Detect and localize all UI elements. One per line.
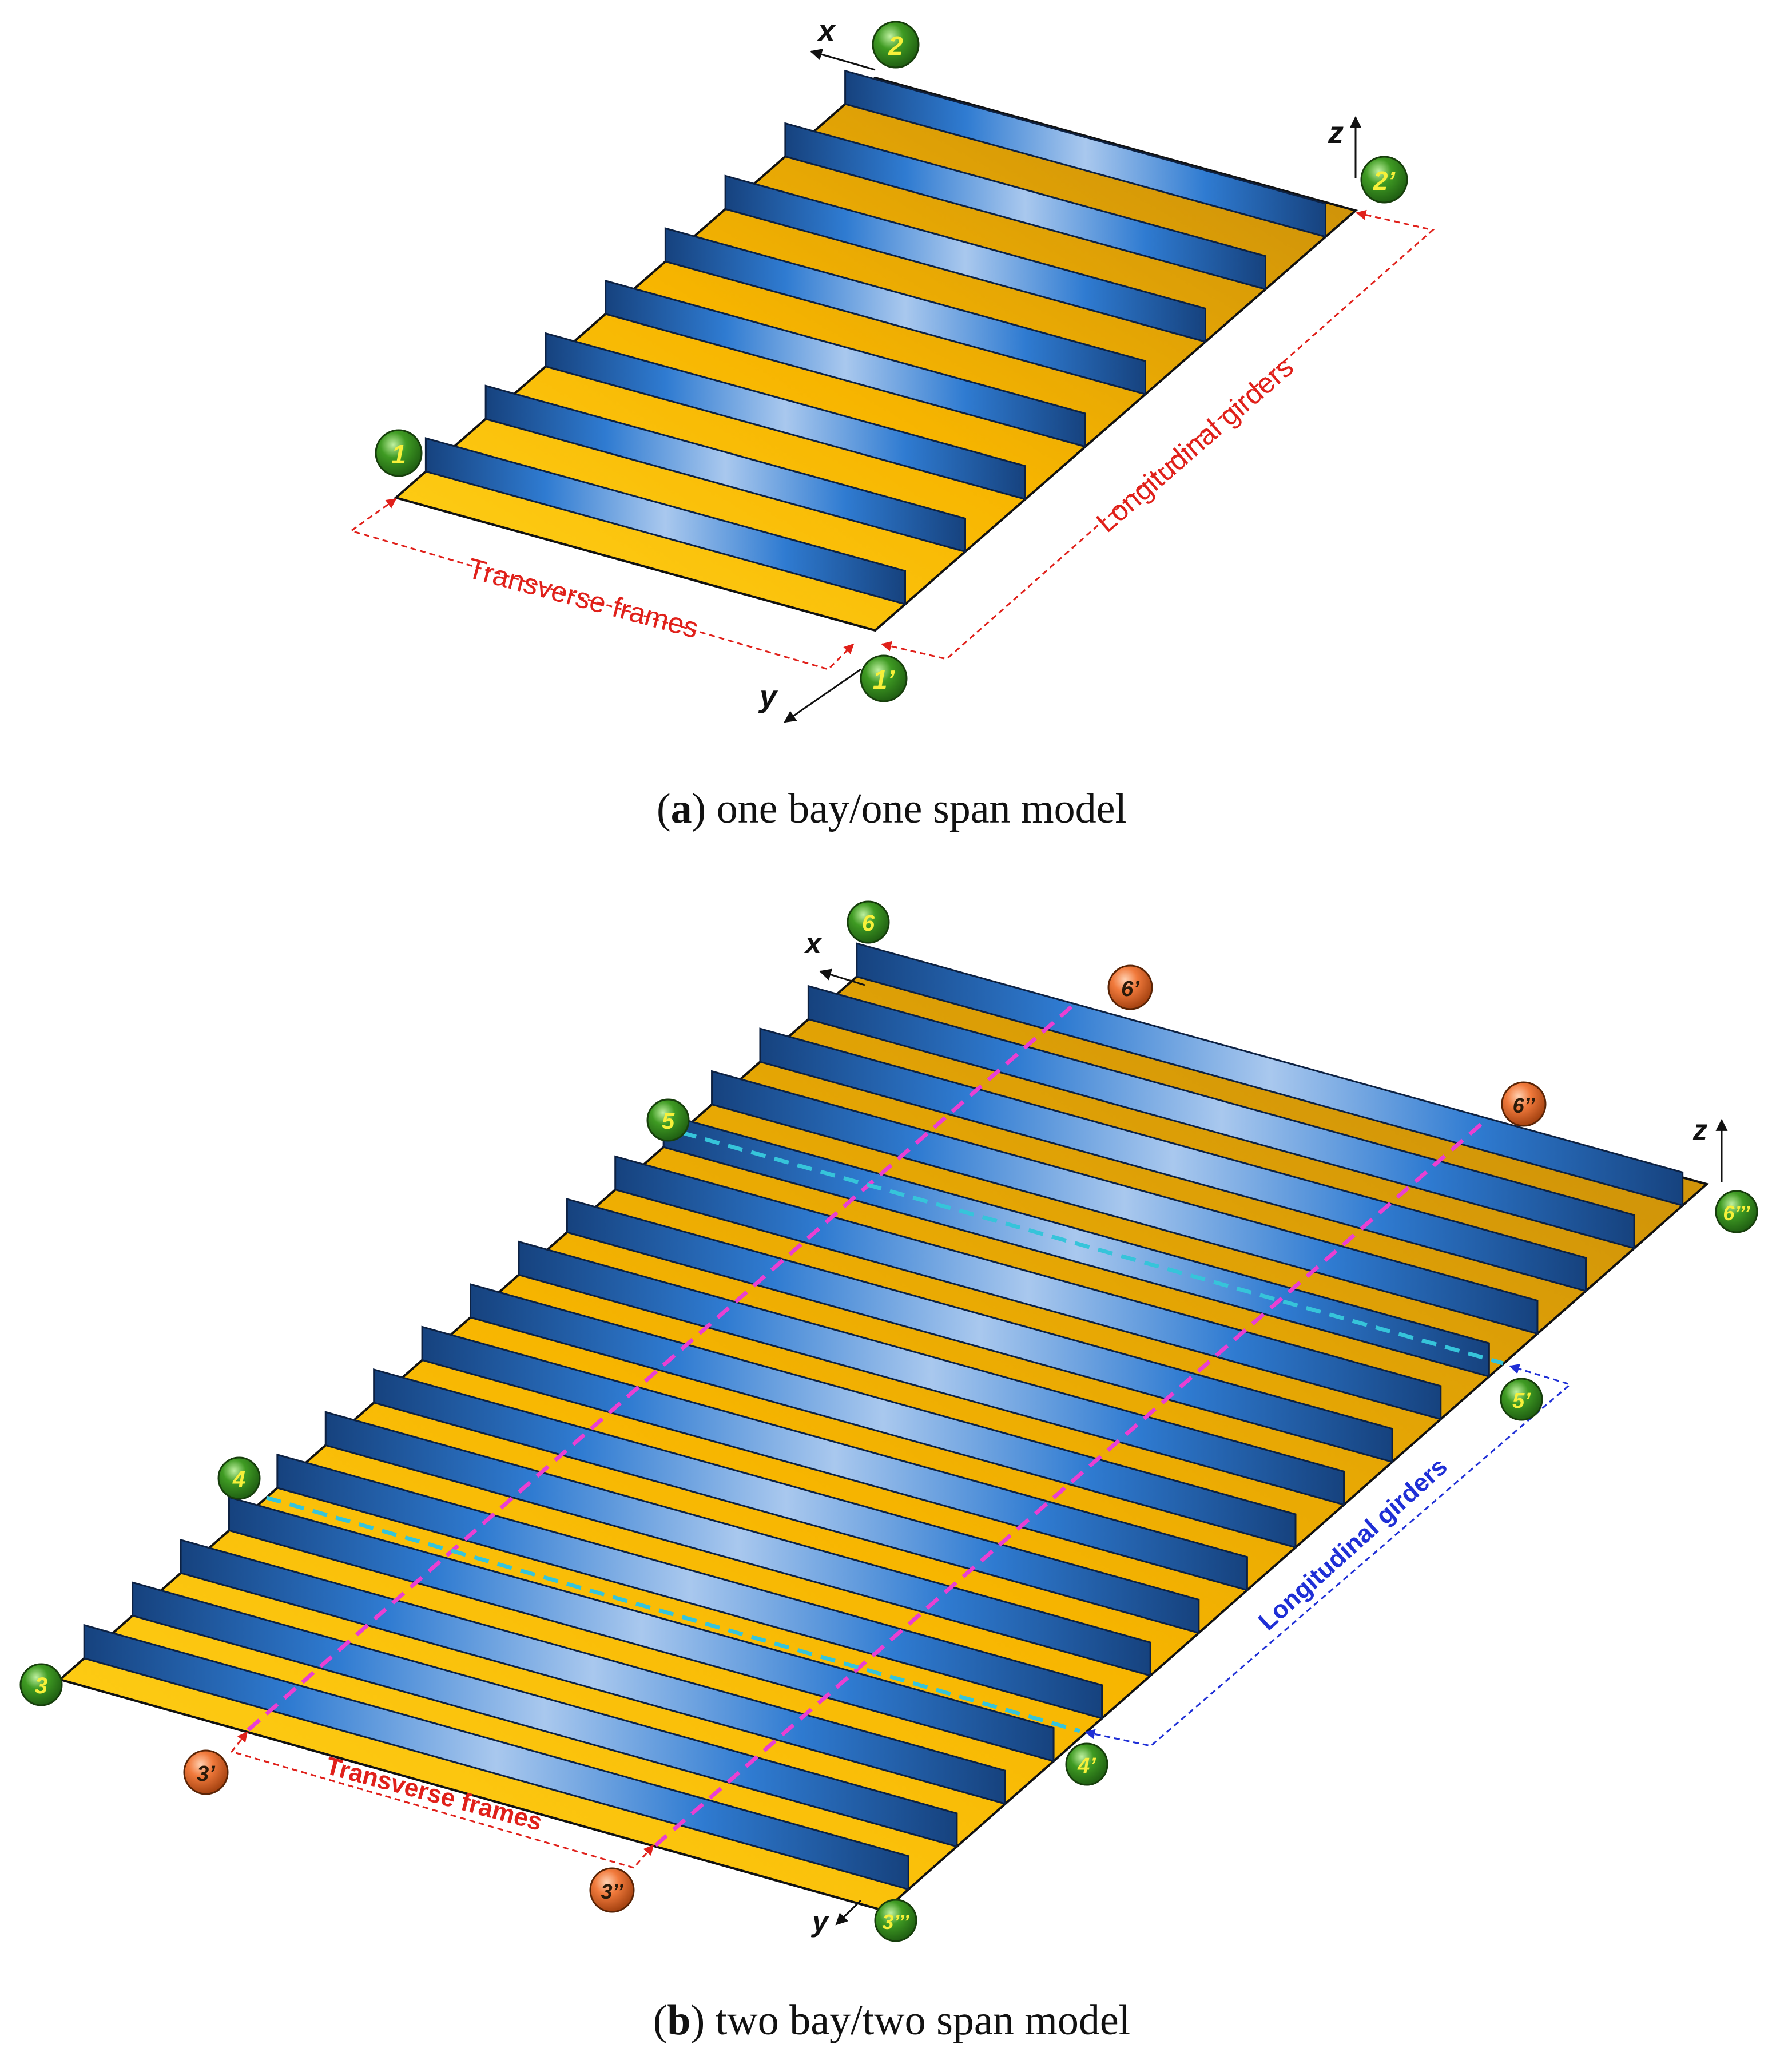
panel-b-node-6-triple-prime: 6’’’ [1715, 1190, 1758, 1233]
panel-b-z-axis-label: z [1692, 1114, 1707, 1146]
svg-text:2’: 2’ [1373, 166, 1396, 196]
svg-text:1: 1 [391, 439, 406, 469]
svg-text:3’’’: 3’’’ [882, 1910, 909, 1934]
svg-text:6: 6 [862, 911, 875, 936]
panel-a-caption-text: one bay/one span model [717, 785, 1127, 832]
svg-text:3’’: 3’’ [601, 1880, 624, 1903]
svg-text:4’: 4’ [1077, 1754, 1096, 1778]
panel-b-node-5: 5 [646, 1098, 690, 1142]
panel-b-longitudinal-dim [1084, 1364, 1572, 1747]
svg-text:6’’: 6’’ [1513, 1094, 1536, 1117]
panel-a-node-1-prime: 1’ [860, 654, 908, 702]
svg-text:6’: 6’ [1121, 977, 1139, 1001]
panel-b-node-3-prime: 3’ [183, 1749, 229, 1795]
panel-b-node-3-triple-prime: 3’’’ [874, 1899, 917, 1942]
svg-text:3’: 3’ [197, 1762, 215, 1786]
panel-a-y-axis-label: y [758, 680, 778, 714]
panel-a-y-axis-arrow [784, 668, 861, 723]
panel-b-magenta-line-2 [654, 1121, 1485, 1847]
svg-text:1’: 1’ [873, 665, 896, 694]
panel-b-caption-letter: b [667, 1997, 690, 2044]
panel-b-node-3-double-prime: 3’’ [589, 1867, 635, 1913]
panel-b-node-4: 4 [217, 1456, 261, 1500]
svg-text:5: 5 [662, 1109, 675, 1134]
panel-b-cyan-line-1 [266, 1495, 1080, 1733]
panel-b-magenta-line-1 [247, 1005, 1073, 1732]
panel-a-caption-letter: a [671, 785, 692, 832]
panel-b-stiffener-3 [180, 1538, 1006, 1805]
panel-b-stiffener-15 [759, 1027, 1587, 1292]
panel-a-node-1: 1 [375, 429, 423, 477]
panel-b-stiffener-17 [856, 942, 1684, 1207]
panel-b-x-axis-label: x [804, 927, 823, 959]
panel-b-node-6: 6 [847, 900, 890, 944]
panel-b-caption-text: two bay/two span model [716, 1997, 1131, 2044]
panel-a-node-2: 2 [872, 21, 920, 69]
svg-text:2: 2 [888, 31, 903, 61]
svg-text:6’’’: 6’’’ [1723, 1201, 1750, 1225]
panel-b-transverse-dim [230, 1731, 654, 1869]
panel-b-cyan-line-2 [681, 1130, 1504, 1366]
panel-a-caption: (a) one bay/one span model [657, 785, 1127, 832]
panel-b: Transverse frames Longitudinal girders x… [19, 900, 1758, 2044]
panel-b-y-axis-arrow [835, 1899, 862, 1926]
panel-a-stiffener-8 [844, 69, 1326, 238]
svg-text:5’: 5’ [1512, 1389, 1531, 1413]
panel-b-x-axis-arrow [819, 968, 865, 986]
panel-a-x-axis-arrow [809, 49, 876, 71]
panel-b-node-5-prime: 5’ [1500, 1378, 1543, 1421]
panel-b-node-6-double-prime: 6’’ [1501, 1081, 1547, 1127]
panel-b-node-6-prime: 6’ [1107, 964, 1153, 1010]
panel-a-longitudinal-dim [881, 209, 1435, 660]
panel-a-x-axis-label: x [816, 14, 836, 48]
panel-b-node-4-prime: 4’ [1065, 1742, 1108, 1786]
panel-a: Transverse frames Longitudinal girders x… [349, 14, 1435, 832]
panel-b-stiffener-16 [807, 985, 1635, 1250]
panel-a-transverse-dim [349, 498, 855, 670]
svg-text:4: 4 [232, 1467, 245, 1492]
panel-b-stiffener-14 [711, 1070, 1539, 1335]
svg-text:3: 3 [35, 1673, 47, 1698]
panel-b-y-axis-label: y [810, 1906, 829, 1938]
panel-b-caption: (b) two bay/two span model [653, 1997, 1130, 2044]
panel-a-node-2-prime: 2’ [1360, 156, 1408, 204]
panel-a-z-axis-label: z [1328, 116, 1344, 150]
panel-b-node-3: 3 [19, 1663, 63, 1706]
